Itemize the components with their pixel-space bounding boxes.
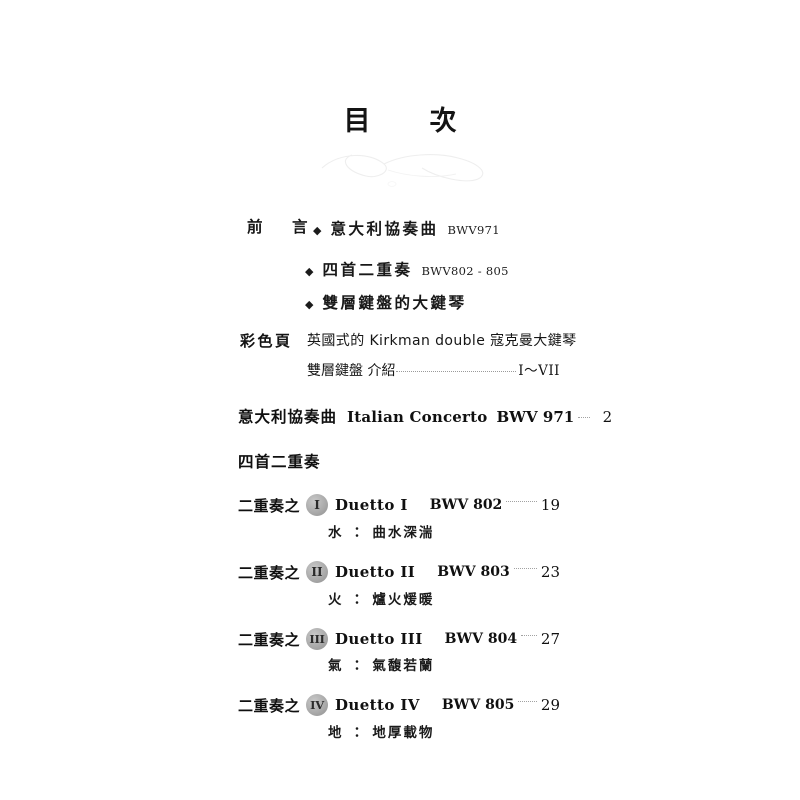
duetto-3-prefix: 二重奏之	[238, 630, 301, 649]
duetto-3-subtitle: 氣 ： 氣馥若蘭	[328, 658, 435, 674]
color-pages-line-2-text: 雙層鍵盤 介紹	[307, 363, 396, 379]
duetto-2-bwv: BWV 803	[437, 564, 510, 580]
preface-item-1-text: 四首二重奏	[322, 260, 413, 279]
italian-concerto-cjk-title: 意大利協奏曲	[238, 408, 338, 426]
toc-entry-duetto-2[interactable]: 二重奏之 II Duetto II BWV 803 23	[238, 561, 560, 583]
italian-concerto-page-number: 2	[602, 408, 613, 426]
duetto-4-page-number: 29	[540, 696, 560, 714]
italian-concerto-latin-title: Italian Concerto	[347, 408, 488, 426]
toc-entry-duetto-4[interactable]: 二重奏之 IV Duetto IV BWV 805 29	[238, 694, 560, 716]
toc-entry-italian-concerto[interactable]: 意大利協奏曲 Italian Concerto BWV 971 2	[238, 405, 612, 427]
diamond-bullet-icon: ◆	[305, 298, 314, 311]
decorative-flourish-ornament	[321, 154, 484, 187]
duetto-4-bwv: BWV 805	[441, 697, 515, 713]
duetto-1-page-number: 19	[540, 496, 560, 514]
duetto-4-numeral-badge: IV	[306, 694, 329, 716]
page-title-block: 目 次	[0, 108, 800, 135]
diamond-bullet-icon: ◆	[313, 224, 322, 237]
preface-item-1: ◆ 四首二重奏 BWV802 - 805	[305, 258, 509, 280]
preface-item-1-bwv: BWV802 - 805	[421, 264, 509, 278]
duetto-1-bwv: BWV 802	[429, 497, 503, 513]
duetto-4-name: Duetto IV	[335, 696, 420, 714]
toc-entry-duetto-3[interactable]: 二重奏之 III Duetto III BWV 804 27	[238, 628, 560, 650]
dot-leader	[513, 567, 537, 569]
dot-leader	[396, 371, 517, 372]
duetto-1-prefix: 二重奏之	[238, 496, 301, 515]
duetto-4-prefix: 二重奏之	[238, 696, 301, 715]
duetto-1-subtitle: 水 ： 曲水深湍	[328, 525, 435, 541]
duetto-2-name: Duetto II	[335, 563, 416, 581]
duetto-2-numeral-badge: II	[306, 561, 329, 583]
duetto-1-numeral-badge: I	[306, 494, 329, 516]
duetto-3-name: Duetto III	[335, 630, 423, 648]
section-header-four-duets: 四首二重奏	[238, 453, 321, 471]
dot-leader	[521, 634, 537, 636]
preface-item-0: ◆ 意大利協奏曲 BWV971	[313, 217, 500, 239]
duetto-3-page-number: 27	[540, 630, 560, 648]
page-title: 目 次	[343, 106, 473, 137]
italian-concerto-bwv: BWV 971	[496, 408, 575, 426]
duetto-1-name: Duetto I	[335, 496, 408, 514]
diamond-bullet-icon: ◆	[305, 265, 314, 278]
preface-item-0-text: 意大利協奏曲	[330, 219, 439, 238]
duetto-3-bwv: BWV 804	[444, 631, 518, 647]
dot-leader	[518, 700, 537, 702]
duetto-2-subtitle: 火 ： 爐火煖暖	[328, 592, 435, 608]
preface-item-2-text: 雙層鍵盤的大鍵琴	[322, 293, 467, 312]
color-pages-line-1: 英國式的 Kirkman double 寇克曼大鍵琴	[307, 333, 577, 349]
toc-entry-duetto-1[interactable]: 二重奏之 I Duetto I BWV 802 19	[238, 494, 560, 516]
dot-leader	[506, 500, 537, 502]
preface-item-0-bwv: BWV971	[447, 223, 500, 237]
color-pages-line-2: 雙層鍵盤 介紹 I～VII	[307, 359, 560, 380]
duetto-3-numeral-badge: III	[306, 628, 329, 650]
preface-label: 前 言	[247, 218, 315, 236]
duetto-2-page-number: 23	[540, 563, 560, 581]
duetto-4-subtitle: 地 ： 地厚載物	[328, 725, 435, 741]
dot-leader	[578, 417, 591, 418]
duetto-2-prefix: 二重奏之	[238, 563, 301, 582]
preface-item-2: ◆ 雙層鍵盤的大鍵琴	[305, 291, 466, 313]
color-pages-page-range: I～VII	[518, 363, 560, 379]
color-pages-label: 彩色頁	[240, 332, 293, 350]
